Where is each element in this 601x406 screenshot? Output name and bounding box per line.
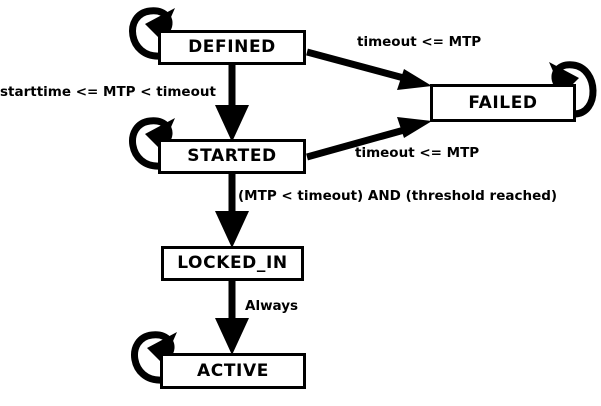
edge-defined-self-loop <box>129 7 175 60</box>
edge-label-defined-to-failed: timeout <= MTP <box>357 34 482 50</box>
edge-defined-to-failed <box>306 48 432 90</box>
edge-active-self-loop <box>131 331 177 384</box>
edge-defined-to-started <box>215 64 249 142</box>
state-node-started[interactable]: STARTED <box>158 139 306 174</box>
edge-started-to-failed <box>306 117 432 161</box>
state-label-defined: DEFINED <box>188 37 276 57</box>
state-label-locked-in: LOCKED_IN <box>177 253 288 273</box>
edge-started-to-locked-in <box>215 173 249 248</box>
edge-started-self-loop <box>129 117 175 170</box>
edge-label-locked-in-to-active: Always <box>245 298 299 314</box>
state-label-failed: FAILED <box>468 92 538 113</box>
state-node-active[interactable]: ACTIVE <box>160 353 306 389</box>
edge-label-started-to-failed: timeout <= MTP <box>355 145 480 161</box>
state-node-failed[interactable]: FAILED <box>430 84 576 122</box>
edge-label-defined-to-started: starttime <= MTP < timeout <box>0 84 216 100</box>
state-label-active: ACTIVE <box>197 360 269 381</box>
edge-failed-self-loop <box>549 61 597 118</box>
state-label-started: STARTED <box>187 146 277 166</box>
state-node-locked-in[interactable]: LOCKED_IN <box>161 246 304 281</box>
edge-locked-in-to-active <box>215 281 249 355</box>
state-node-defined[interactable]: DEFINED <box>158 30 306 65</box>
edge-label-started-to-locked-in: (MTP < timeout) AND (threshold reached) <box>238 188 558 204</box>
